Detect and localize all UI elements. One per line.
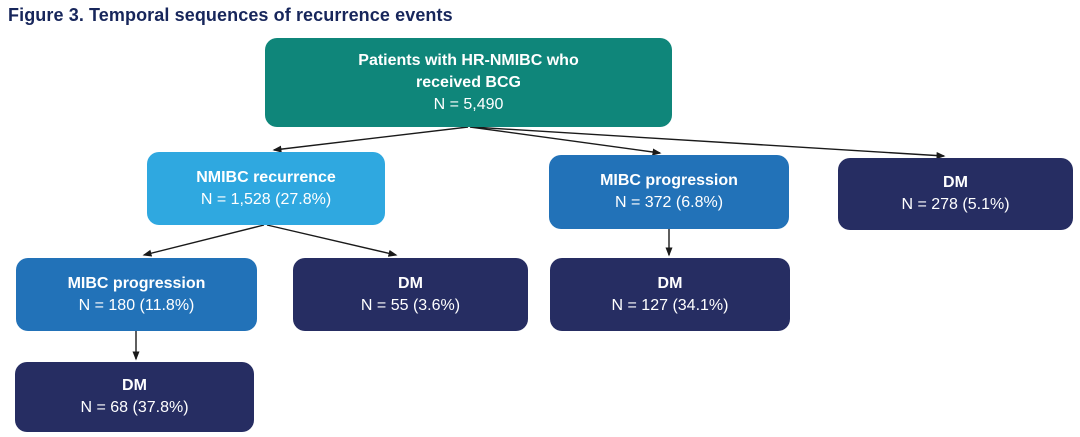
node-mibc-progression-from-recurrence: MIBC progression N = 180 (11.8%): [16, 258, 257, 331]
arrow-root-to-dm: [471, 126, 946, 160]
node-mibc-progression-from-root: MIBC progression N = 372 (6.8%): [549, 155, 789, 229]
node-label: NMIBC recurrence: [196, 168, 336, 186]
arrow-nmibc-to-dm: [266, 224, 398, 257]
node-nmibc-recurrence: NMIBC recurrence N = 1,528 (27.8%): [147, 152, 385, 225]
node-label: MIBC progression: [600, 172, 738, 189]
node-patients-root: Patients with HR-NMIBC who received BCG …: [265, 38, 672, 127]
arrow-root-to-nmibc-recurrence: [272, 126, 469, 153]
arrow-nmibc-to-mibc-progression: [142, 224, 265, 257]
node-label: DM: [122, 377, 147, 394]
node-label: DM: [398, 274, 423, 292]
node-count: N = 5,490: [433, 95, 504, 113]
node-label: MIBC progression: [67, 274, 206, 292]
node-dm-from-recurrence: DM N = 55 (3.6%): [293, 258, 528, 331]
node-count: N = 68 (37.8%): [80, 399, 189, 416]
node-count: N = 55 (3.6%): [360, 296, 461, 314]
node-label: Patients with HR-NMIBC who received BCG: [358, 51, 579, 91]
node-count: N = 180 (11.8%): [78, 296, 195, 314]
node-count: N = 1,528 (27.8%): [200, 190, 332, 208]
arrow-root-to-mibc-progression: [469, 126, 662, 156]
node-label: DM: [943, 174, 968, 191]
node-label: DM: [657, 274, 683, 292]
node-count: N = 278 (5.1%): [901, 196, 1010, 213]
node-dm-from-mibc-progression: DM N = 127 (34.1%): [550, 258, 790, 331]
figure-title: Figure 3. Temporal sequences of recurren…: [8, 5, 453, 25]
node-dm-from-root: DM N = 278 (5.1%): [838, 158, 1073, 230]
node-count: N = 372 (6.8%): [614, 194, 724, 211]
node-dm-from-secondary-progression: DM N = 68 (37.8%): [15, 362, 254, 432]
node-count: N = 127 (34.1%): [611, 296, 729, 314]
